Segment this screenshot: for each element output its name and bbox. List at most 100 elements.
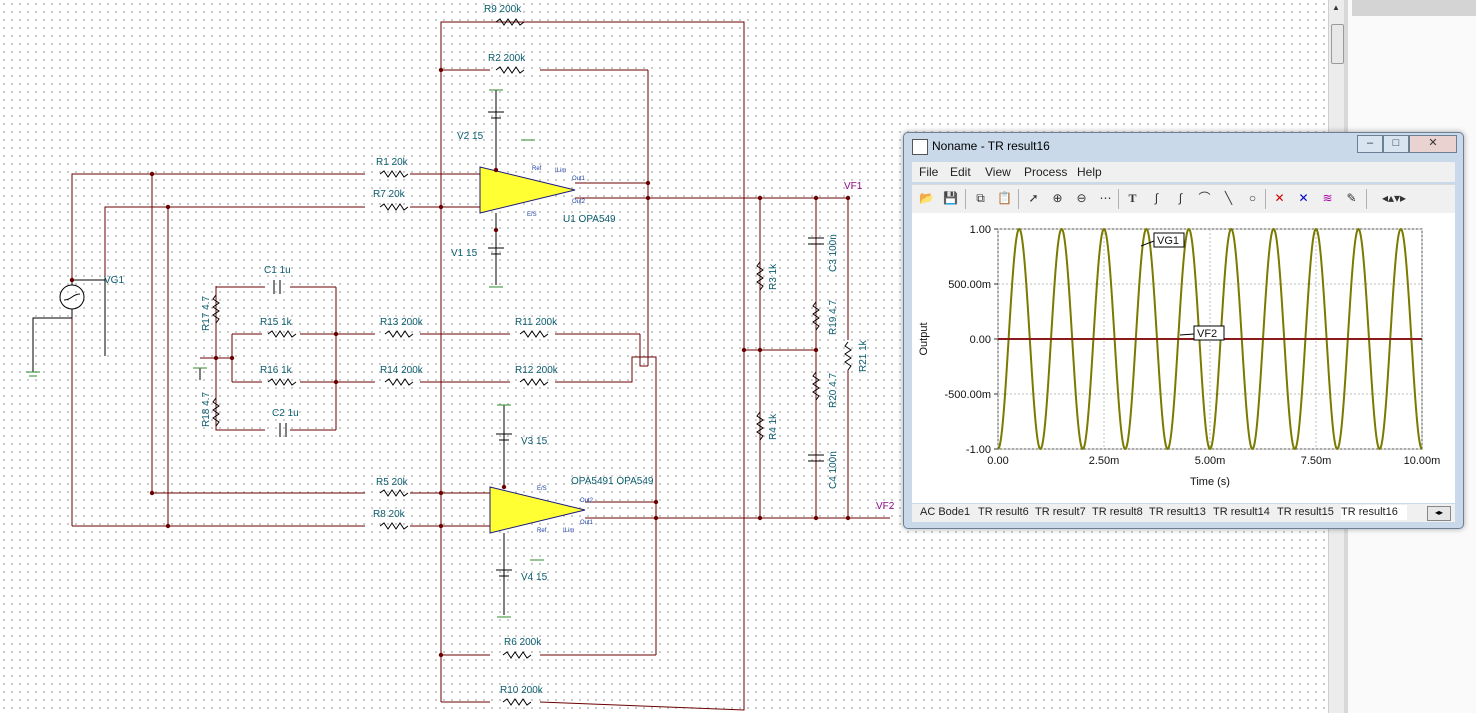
svg-text:R11 200k: R11 200k	[515, 317, 558, 328]
svg-text:U1 OPA549: U1 OPA549	[563, 214, 616, 225]
tab-tr-result14[interactable]: TR result14	[1213, 506, 1270, 518]
x-axis-label: Time (s)	[1190, 476, 1230, 488]
diagonal-icon[interactable]: ╲	[1224, 191, 1233, 205]
svg-text:R17 4.7: R17 4.7	[201, 296, 212, 331]
tab-ac-bode1[interactable]: AC Bode1	[920, 506, 971, 518]
cursor-b-icon[interactable]: ✕	[1298, 191, 1309, 205]
menu-help[interactable]: Help	[1077, 165, 1102, 179]
svg-text:R18 4.7: R18 4.7	[201, 392, 212, 427]
y-tick-label: -1.00	[966, 444, 991, 456]
plot-area[interactable]: 0.00 2.50m 5.00m 7.50m 10.00m 1.00 500.00m 0.00…	[912, 213, 1455, 503]
pointer-icon[interactable]: ➚	[1028, 191, 1039, 205]
series-label-vg1: VG1	[1157, 235, 1179, 247]
x-tick-label: 7.50m	[1301, 455, 1332, 467]
svg-text:R15 1k: R15 1k	[260, 317, 293, 328]
menu-edit[interactable]: Edit	[950, 165, 971, 179]
svg-text:R5 20k: R5 20k	[376, 477, 409, 488]
minimize-button[interactable]: –	[1357, 135, 1383, 153]
x-tick-label: 10.00m	[1404, 455, 1441, 467]
scroll-up-icon[interactable]: ▲	[1332, 3, 1340, 12]
schematic-diagram[interactable]: R9 200k R2 200k V2 15 R1 20k R7 20k U1 O…	[0, 0, 1332, 713]
y-tick-label: 1.00	[970, 224, 991, 236]
series-label-pointer	[1140, 240, 1155, 247]
menu-view[interactable]: View	[985, 165, 1011, 179]
tab-tr-result13[interactable]: TR result13	[1149, 506, 1206, 518]
tab-tr-result16[interactable]: TR result16	[1341, 505, 1407, 520]
zoom-out-icon[interactable]: ⊖	[1076, 191, 1087, 205]
svg-text:R16 1k: R16 1k	[260, 365, 293, 376]
svg-text:E/S: E/S	[537, 486, 547, 492]
svg-text:R12 200k: R12 200k	[515, 365, 559, 376]
open-icon[interactable]: 📂	[919, 191, 934, 205]
svg-text:Out1: Out1	[580, 520, 594, 526]
menu-process[interactable]: Process	[1024, 165, 1068, 179]
svg-text:R2 200k: R2 200k	[488, 53, 526, 64]
probe-icon[interactable]: ✎	[1346, 191, 1357, 205]
svg-text:VG1: VG1	[104, 275, 124, 286]
y-axis-label: Output	[918, 322, 930, 355]
series-line-vg1	[997, 227, 1423, 451]
waveform-icon[interactable]: ≋	[1322, 191, 1333, 205]
svg-text:R10 200k: R10 200k	[500, 685, 544, 696]
svg-text:C2 1u: C2 1u	[272, 408, 299, 419]
svg-text:R20 4.7: R20 4.7	[828, 373, 839, 408]
grid-icon[interactable]: ⋯	[1099, 191, 1112, 205]
menu-bar: File Edit View Process Help	[912, 162, 1455, 182]
curve2-icon[interactable]: ∫	[1178, 191, 1183, 205]
svg-text:OPA5491 OPA549: OPA5491 OPA549	[571, 476, 654, 487]
svg-text:V1 15: V1 15	[451, 248, 478, 259]
svg-text:R1 20k: R1 20k	[376, 157, 409, 168]
menu-file[interactable]: File	[919, 165, 939, 179]
zoom-in-icon[interactable]: ⊕	[1052, 191, 1063, 205]
svg-text:R4 1k: R4 1k	[768, 413, 779, 440]
svg-text:V4 15: V4 15	[521, 572, 548, 583]
svg-text:R9 200k: R9 200k	[484, 4, 522, 15]
result-window[interactable]: Noname - TR result16 – □ ✕ File Edit Vie…	[903, 132, 1464, 529]
tab-tr-result6[interactable]: TR result6	[978, 506, 1029, 518]
svg-text:C3 100n: C3 100n	[828, 234, 839, 272]
tab-tr-result15[interactable]: TR result15	[1277, 506, 1334, 518]
maximize-button[interactable]: □	[1383, 135, 1409, 153]
x-tick-label: 0.00	[987, 455, 1008, 467]
paste-icon[interactable]: 📋	[997, 191, 1012, 205]
svg-text:Ref: Ref	[537, 528, 547, 534]
save-icon[interactable]: 💾	[943, 191, 958, 205]
arrows-icon[interactable]: ◂▴▾▸	[1381, 191, 1407, 205]
svg-text:V3 15: V3 15	[521, 436, 548, 447]
series-label-pointer	[1179, 333, 1195, 336]
x-tick-label: 5.00m	[1195, 455, 1226, 467]
y-tick-label: -500.00m	[945, 389, 991, 401]
output-chart[interactable]: 0.00 2.50m 5.00m 7.50m 10.00m 1.00 500.00m 0.00…	[912, 213, 1455, 503]
tab-tr-result7[interactable]: TR result7	[1035, 506, 1086, 518]
tab-tr-result8[interactable]: TR result8	[1092, 506, 1143, 518]
svg-text:VF1: VF1	[844, 181, 863, 192]
tab-scroll-icon[interactable]: ◂▸	[1427, 506, 1451, 521]
circle-icon[interactable]: ○	[1248, 191, 1257, 205]
svg-text:Out2: Out2	[580, 498, 594, 504]
svg-text:ILim: ILim	[555, 168, 566, 174]
series-label-vf2: VF2	[1197, 328, 1217, 340]
close-button[interactable]: ✕	[1409, 135, 1457, 153]
svg-text:R6 200k: R6 200k	[504, 637, 542, 648]
copy-icon[interactable]: ⧉	[976, 191, 985, 205]
svg-text:R13 200k: R13 200k	[380, 317, 424, 328]
curve-icon[interactable]: ∫	[1154, 191, 1159, 205]
svg-text:R3 1k: R3 1k	[768, 263, 779, 290]
cursor-a-icon[interactable]: ✕	[1274, 191, 1285, 205]
svg-text:R8 20k: R8 20k	[373, 509, 406, 520]
x-tick-label: 2.50m	[1089, 455, 1120, 467]
y-tick-label: 0.00	[970, 334, 991, 346]
line-icon[interactable]: ⌒	[1198, 191, 1211, 205]
window-title: Noname - TR result16	[932, 139, 1050, 153]
svg-text:R7 20k: R7 20k	[373, 189, 406, 200]
svg-text:R14 200k: R14 200k	[380, 365, 424, 376]
window-titlebar[interactable]: Noname - TR result16 – □ ✕	[904, 133, 1463, 159]
text-icon[interactable]: T	[1128, 191, 1137, 205]
scroll-thumb[interactable]	[1331, 24, 1344, 64]
series-label-box	[1193, 325, 1225, 341]
app-icon	[912, 139, 928, 155]
toolbar: 📂 💾 ⧉ 📋 ➚ ⊕ ⊖ ⋯ T ∫ ∫ ⌒ ╲ ○ ✕ ✕ ≋ ✎ ◂▴▾▸	[912, 184, 1455, 213]
svg-text:R21 1k: R21 1k	[858, 339, 869, 372]
y-tick-label: 500.00m	[948, 279, 991, 291]
svg-text:Out2: Out2	[572, 199, 586, 205]
